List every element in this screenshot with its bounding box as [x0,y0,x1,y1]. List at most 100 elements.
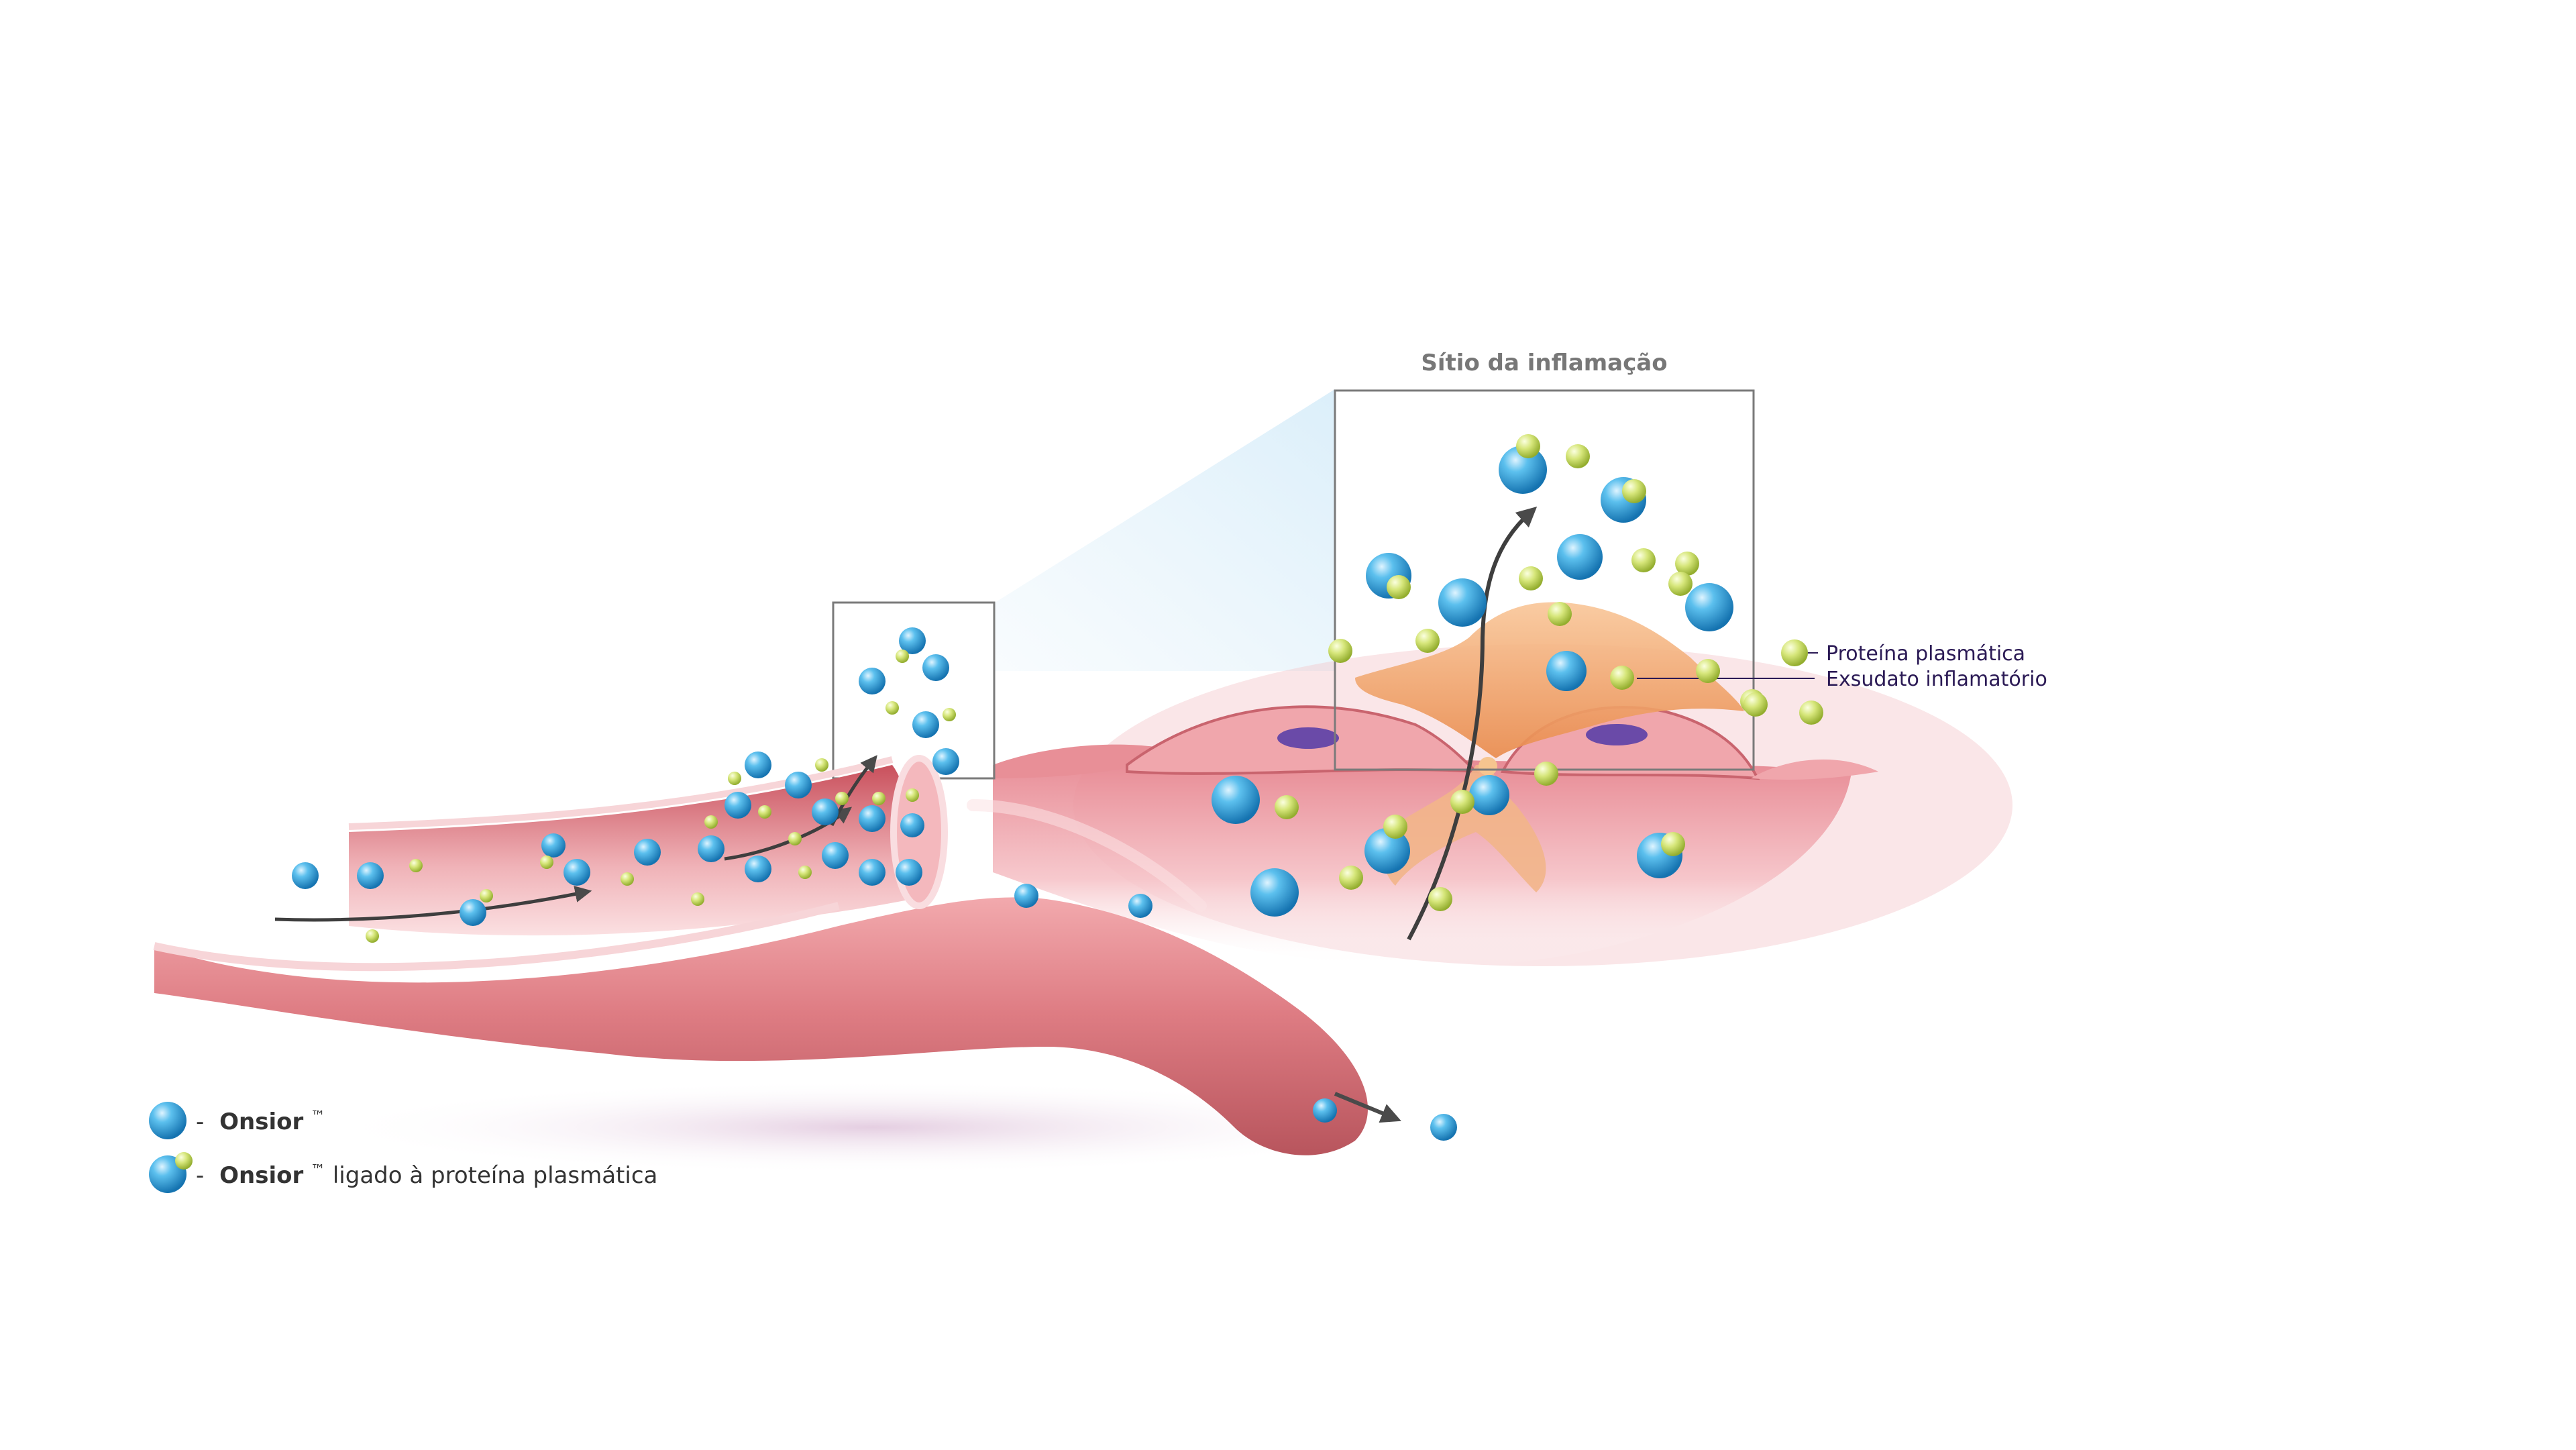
onsior-particle [745,856,771,882]
onsior-particle [1499,446,1547,494]
onsior-particle [292,862,319,889]
vessel-wall-outer [154,897,1368,1155]
zoom-beam [993,389,1335,671]
plasma-protein-particle [798,866,812,879]
plasma-protein-particle [835,792,849,805]
plasma-protein-particle [896,650,909,663]
plasma-protein-particle [1548,602,1572,626]
onsior-particle [460,899,486,926]
plasma-protein-particle [621,872,634,886]
flow-arrow-main [274,886,592,922]
onsior-particle [859,805,885,832]
onsior-particle [1546,651,1587,691]
plasma-protein-particle [480,889,493,902]
onsior-particle [812,798,839,825]
onsior-particle [1364,828,1410,874]
plasma-protein-particle [1275,795,1299,819]
plasma-protein-particle [788,832,802,845]
onsior-particle [698,835,724,862]
vessel-shadow [322,1080,1422,1174]
plasma-protein-particle [1387,575,1411,599]
endothelial-cell-far-right [1751,759,1878,780]
plasma-protein-particle [1566,444,1590,468]
onsior-particle [1430,1114,1457,1141]
legend-bound-rest: ligado à proteína plasmática [333,1162,657,1189]
onsior-particle [859,668,885,694]
onsior-particle [859,859,885,886]
plasma-protein-particle [1519,566,1543,590]
plasma-protein-particle [1675,552,1699,576]
plasma-protein-particle [1428,887,1452,911]
plasma-protein-particle [1610,666,1634,690]
plasma-protein-particle [728,772,741,785]
legend-bound-tm: ™ [311,1162,325,1179]
plasma-protein-particle [1534,762,1558,786]
onsior-particle [1313,1098,1337,1123]
onsior-particle [1685,583,1733,631]
plasma-protein-particle [1781,639,1808,666]
vessel-highlight [967,799,1207,912]
onsior-particle [822,842,849,869]
legend-onsior-tm: ™ [311,1108,325,1125]
onsior-particle [541,833,566,858]
plasma-protein-label: Proteína plasmática [1826,642,2025,666]
onsior-particle [1212,776,1260,824]
legend-onsior-text: - Onsior ™ [196,1108,325,1135]
plasma-protein-particle [1668,572,1693,596]
cell-nucleus-left [1277,727,1339,749]
onsior-particle [912,711,939,738]
inflammation-site-label: Sítio da inflamação [1421,350,1667,376]
vessel-end-arrow [1334,1092,1401,1123]
onsior-particle [900,813,924,837]
junction-dot [1479,757,1497,776]
legend: - Onsior ™ - Onsior ™ ligado à proteína … [149,1102,657,1193]
onsior-particle [1469,775,1509,815]
plasma-protein-particle [540,856,553,869]
legend-bound-dash: - [196,1162,204,1189]
particles [292,434,1823,1141]
plasma-protein-particle [1661,832,1685,856]
plasma-protein-particle [943,708,956,721]
plasma-protein-particle [758,805,771,819]
plasma-protein-particle [409,859,423,872]
plasma-protein-particle [1339,866,1363,890]
cell-nucleus-right [1586,724,1648,745]
onsior-particle [1250,868,1299,917]
onsior-particle [1128,894,1152,918]
plasma-protein-particle [1516,434,1540,458]
legend-bound-name: Onsior [219,1162,303,1189]
onsior-particle [922,654,949,681]
plasma-protein-particle [1415,629,1440,653]
plasma-protein-particle [815,758,828,772]
onsior-particle [724,792,751,819]
legend-onsior-dash: - [196,1108,204,1135]
vessel-rim-top [348,756,894,830]
onsior-particle [634,839,661,866]
onsior-particle [896,859,922,886]
onsior-particle [357,862,384,889]
onsior-particle [745,752,771,778]
onsior-particle [785,772,812,798]
plasma-protein-particle [906,788,919,802]
legend-onsior-name: Onsior [219,1108,303,1135]
plasma-protein-particle [1450,790,1474,814]
plasma-protein-particle [1383,815,1407,839]
inflammatory-exudate-label: Exsudato inflamatório [1826,668,2047,691]
legend-onsior-icon [149,1102,186,1139]
onsior-particle [564,859,590,886]
legend-bound-protein-icon [175,1152,193,1170]
plasma-protein-particle [1631,548,1656,572]
plasma-protein-particle [1696,659,1720,683]
onsior-particle [1557,534,1603,580]
plasma-protein-particle [1622,479,1646,503]
plasma-protein-particle [704,815,718,829]
plasma-protein-particle [1328,639,1352,663]
onsior-particle [1438,578,1487,627]
legend-bound-text: - Onsior ™ ligado à proteína plasmática [196,1154,657,1189]
onsior-particle [899,627,926,654]
plasma-protein-particle [691,892,704,906]
migration-arrow [1407,506,1538,941]
plasma-protein-particle [1799,701,1823,725]
vessel-rim-bottom [153,902,840,972]
